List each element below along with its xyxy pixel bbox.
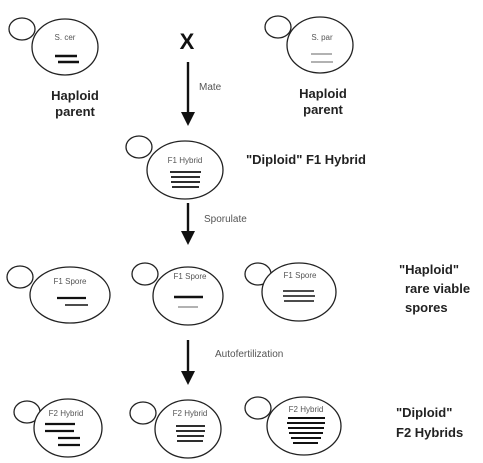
- cell-label: F1 Spore: [174, 272, 207, 281]
- sporulate-label: Sporulate: [204, 214, 247, 225]
- f2-hybrid-cell-1: F2 Hybrid: [13, 398, 103, 458]
- mate-arrow: [181, 62, 195, 126]
- spores-caption: rare viable: [405, 281, 470, 296]
- cell-label: F1 Spore: [284, 271, 317, 280]
- bud-circle: [131, 262, 159, 286]
- f1-spore-cell-1: F1 Spore: [6, 265, 111, 324]
- f2-hybrid-cell-2: F2 Hybrid: [129, 399, 222, 459]
- cell-body: [33, 398, 103, 458]
- parent-caption: Haploid: [299, 86, 347, 101]
- f1-spore-cell-2: F1 Spore: [131, 262, 224, 326]
- cell-label: F2 Hybrid: [289, 405, 324, 414]
- sporulate-arrow: [181, 203, 195, 245]
- f1-spore-cell-3: F1 Spore: [244, 262, 337, 322]
- f2-caption: "Diploid": [396, 405, 452, 420]
- cell-body: [154, 399, 222, 459]
- cell-label: F2 Hybrid: [49, 409, 84, 418]
- bud-circle: [129, 401, 157, 425]
- parent-caption: parent: [303, 102, 343, 117]
- spores-caption: "Haploid": [399, 262, 459, 277]
- parent-caption: Haploid: [51, 88, 99, 103]
- cell-label: F2 Hybrid: [173, 409, 208, 418]
- cell-body: [261, 262, 337, 322]
- cell-label: F1 Spore: [54, 277, 87, 286]
- f2-caption: F2 Hybrids: [396, 425, 463, 440]
- bud-circle: [264, 15, 292, 39]
- f2-hybrid-cell-3: F2 Hybrid: [244, 396, 342, 456]
- bud-circle: [244, 396, 272, 420]
- cell-label: S. par: [311, 33, 333, 42]
- cell-label: F1 Hybrid: [168, 156, 203, 165]
- parent-s-par: S. par: [264, 15, 354, 74]
- cell-body: [29, 266, 111, 324]
- bud-circle: [6, 265, 34, 289]
- autofertilization-arrow: [181, 340, 195, 385]
- f1-caption: "Diploid" F1 Hybrid: [246, 152, 366, 167]
- parent-s-cer: S. cer: [8, 17, 99, 76]
- bud-circle: [8, 17, 36, 41]
- cell-label: S. cer: [55, 33, 76, 42]
- cell-body: [31, 18, 99, 76]
- cross-symbol: X: [180, 29, 195, 54]
- parent-caption: parent: [55, 104, 95, 119]
- bud-circle: [125, 135, 153, 159]
- autofertilization-label: Autofertilization: [215, 349, 283, 360]
- cell-body: [286, 16, 354, 74]
- cell-body: [146, 140, 224, 200]
- f1-hybrid-cell: F1 Hybrid: [125, 135, 224, 200]
- cell-body: [266, 396, 342, 456]
- spores-caption: spores: [405, 300, 448, 315]
- mate-label: Mate: [199, 82, 222, 93]
